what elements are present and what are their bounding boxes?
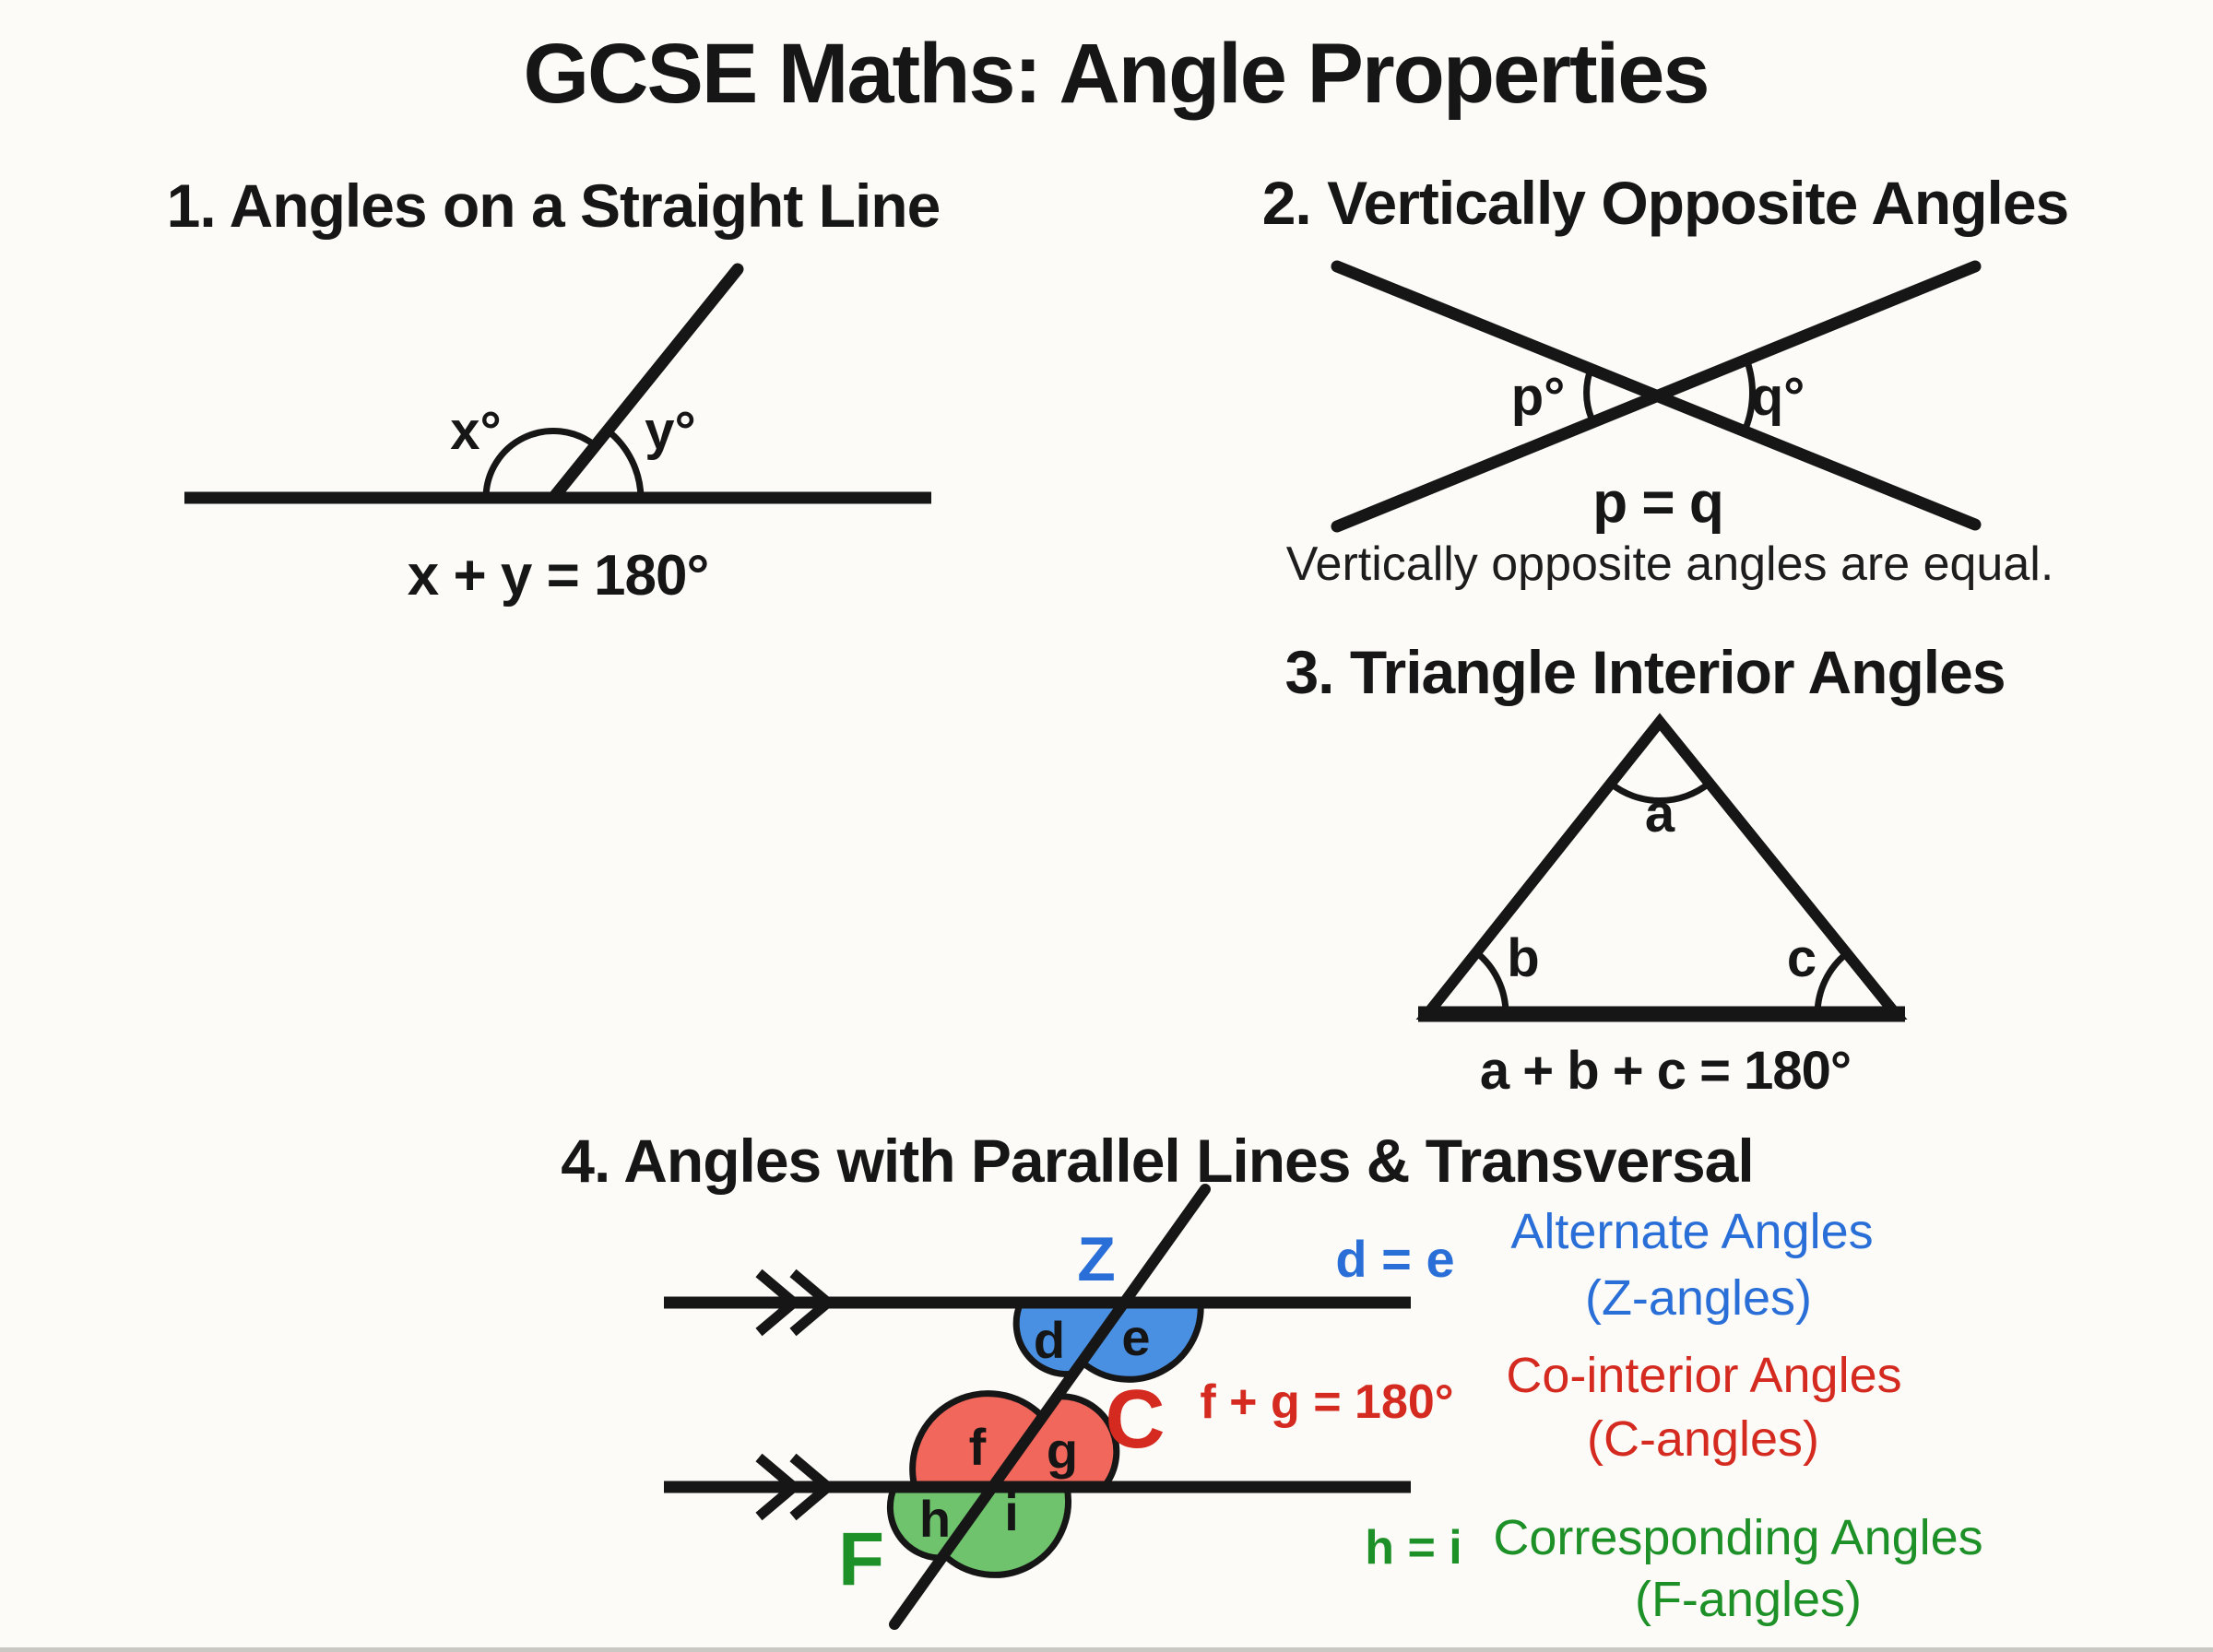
cointerior-name: Co-interior Angles [1506, 1348, 1902, 1403]
angle-b-label: b [1507, 928, 1540, 988]
page-title: GCSE Maths: Angle Properties [523, 27, 1710, 121]
f-angle-marker: F [837, 1517, 885, 1601]
angle-f-label: f [968, 1418, 987, 1476]
corresponding-name: Corresponding Angles [1493, 1510, 1983, 1565]
s4-lobe-h [886, 1483, 998, 1562]
corresponding-sub: (F-angles) [1634, 1572, 1863, 1627]
s4-lobe-i [939, 1483, 1071, 1578]
angle-i-label: i [1004, 1483, 1019, 1541]
s4-chevron-top-2 [789, 1268, 836, 1337]
s1-arc-y [605, 428, 645, 499]
s4-transversal [889, 1184, 1211, 1630]
angle-c-label: c [1786, 928, 1817, 988]
section2-caption: Vertically opposite angles are equal. [1285, 537, 2054, 591]
angle-h-label: h [918, 1490, 952, 1548]
s3-arc-a [1608, 781, 1711, 804]
s4-lobe-g [985, 1393, 1120, 1491]
section4-heading: 4. Angles with Parallel Lines & Transver… [561, 1127, 1754, 1195]
cointerior-equation: f + g = 180° [1200, 1375, 1454, 1429]
angle-d-label: d [1033, 1311, 1066, 1369]
section2-heading: 2. Vertically Opposite Angles [1261, 169, 2070, 237]
scan-edge-artifact [0, 1647, 2213, 1652]
section2-formula: p = q [1592, 471, 1723, 535]
s2-arc-q [1742, 355, 1757, 431]
angle-a-label: a [1644, 784, 1675, 844]
s2-arc-p [1583, 365, 1595, 420]
corresponding-equation: h = i [1365, 1521, 1462, 1575]
section3-heading: 3. Triangle Interior Angles [1284, 638, 2006, 706]
s1-ray [547, 263, 744, 504]
s4-chevron-bottom-2 [789, 1453, 836, 1521]
angle-e-label: e [1121, 1308, 1151, 1366]
alternate-sub: (Z-angles) [1584, 1270, 1813, 1326]
s3-triangle [1415, 713, 1908, 1020]
angle-y-label: y° [645, 401, 696, 461]
angle-x-label: x° [450, 401, 502, 461]
cointerior-sub: (C-angles) [1586, 1411, 1820, 1467]
alternate-name: Alternate Angles [1510, 1204, 1874, 1259]
s4-lobe-f [909, 1390, 1047, 1491]
angle-p-label: p° [1510, 367, 1566, 427]
angle-q-label: q° [1750, 367, 1805, 427]
section1-heading: 1. Angles on a Straight Line [166, 171, 941, 240]
s1-arc-x [482, 427, 598, 499]
angle-g-label: g [1046, 1422, 1079, 1480]
c-angle-marker: C [1105, 1374, 1166, 1466]
section3-formula: a + b + c = 180° [1479, 1041, 1852, 1101]
s2-line-b [1331, 260, 1982, 533]
alternate-equation: d = e [1335, 1230, 1455, 1288]
s3-arc-b [1473, 950, 1509, 1015]
s3-arc-c [1814, 950, 1850, 1015]
section1-formula: x + y = 180° [407, 544, 710, 608]
s4-chevron-top-1 [755, 1268, 802, 1337]
z-angle-marker: Z [1077, 1224, 1116, 1294]
s4-chevron-bottom-1 [755, 1453, 802, 1521]
s4-lobe-d [1012, 1299, 1131, 1378]
